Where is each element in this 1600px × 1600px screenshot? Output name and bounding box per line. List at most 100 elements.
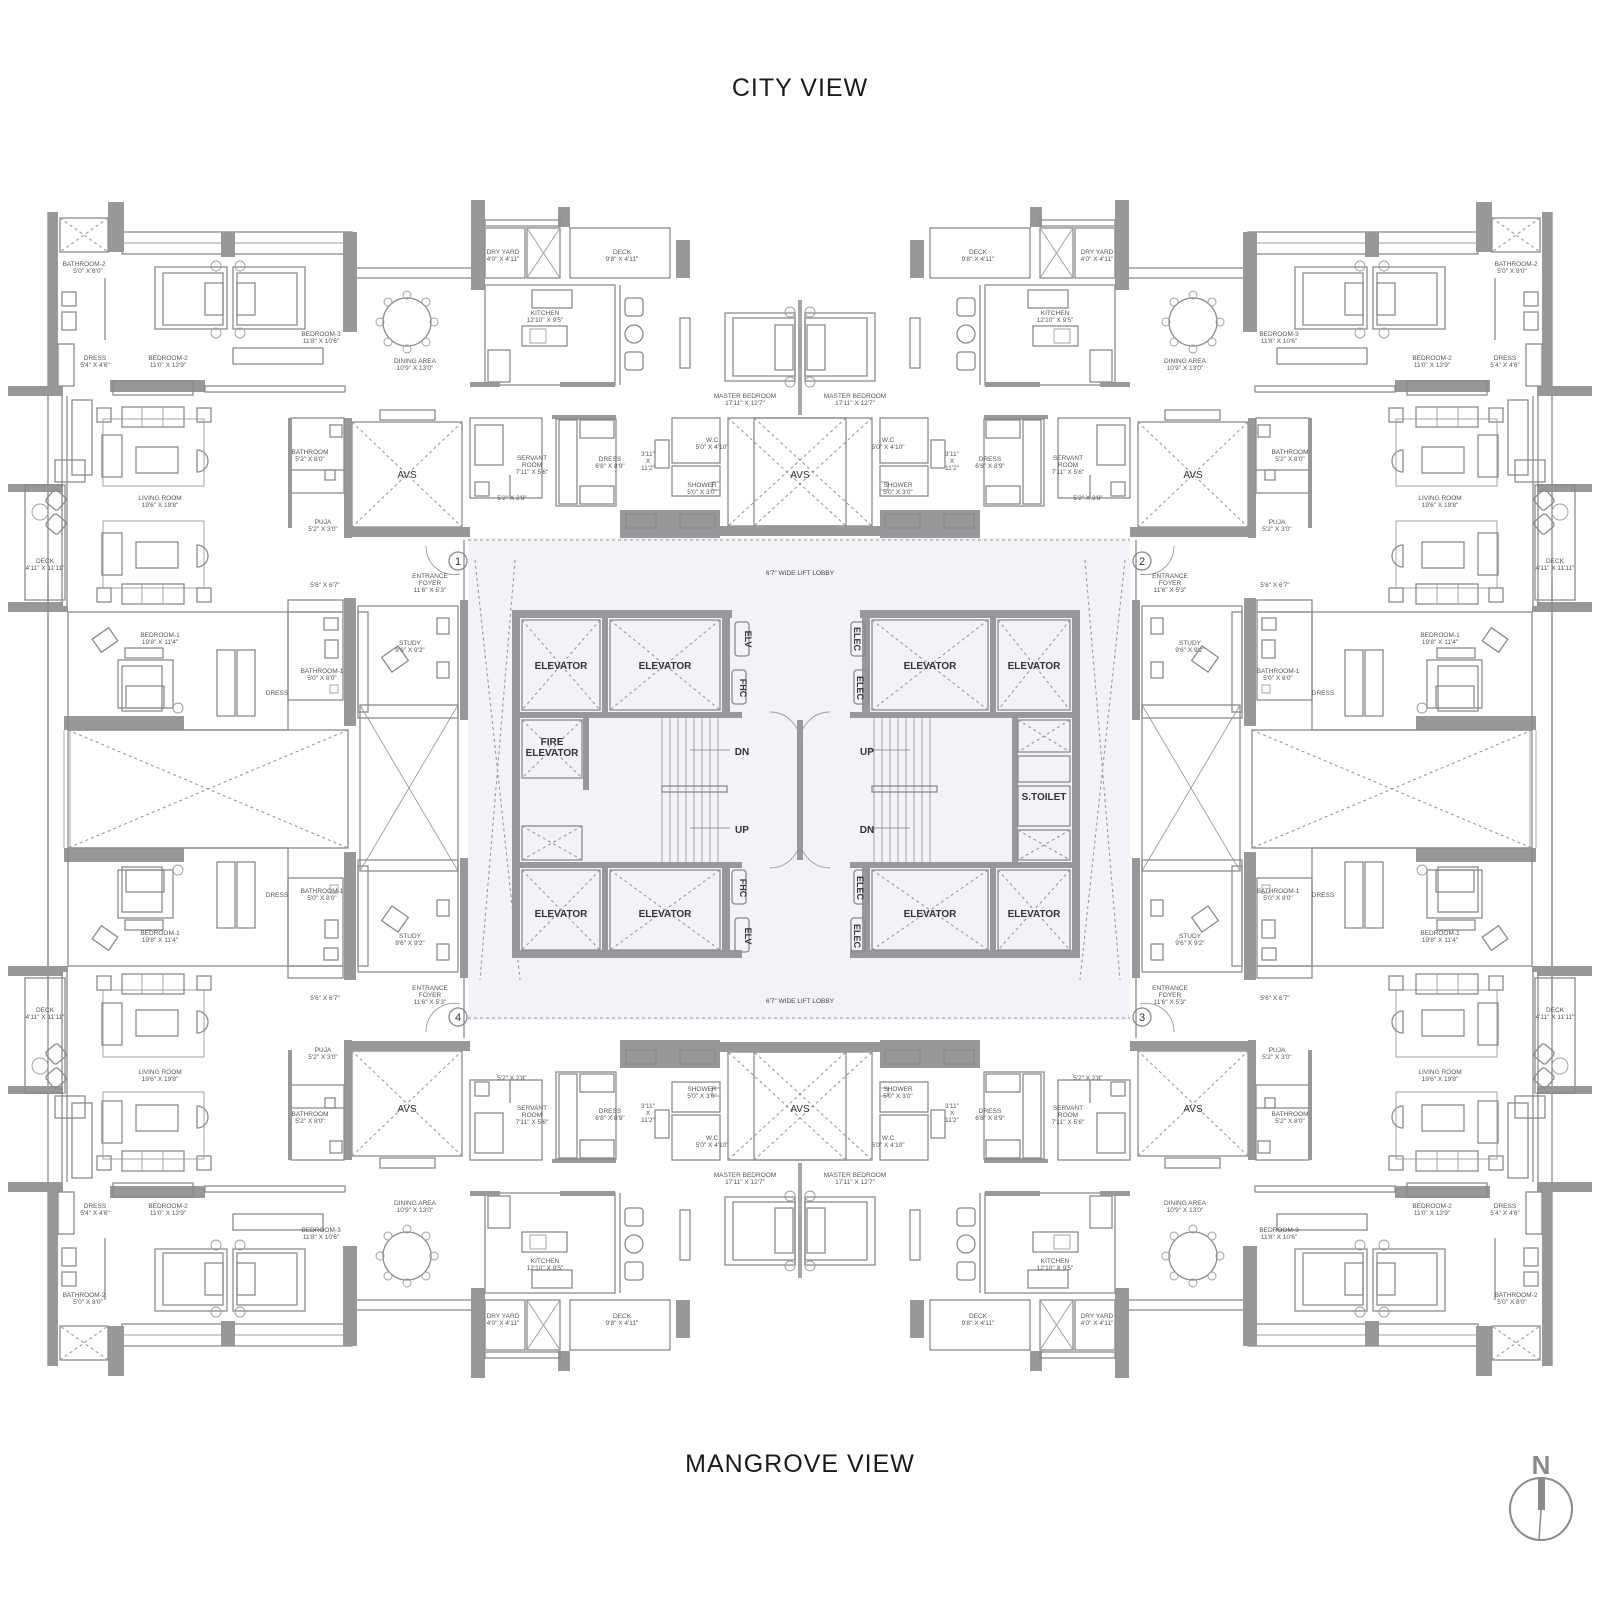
svg-text:5'6" X 6'7": 5'6" X 6'7" [310,995,340,1002]
elv-label: ELV [743,631,753,648]
svg-text:BEDROOM-211'0" X 13'9": BEDROOM-211'0" X 13'9" [1412,1203,1452,1217]
unit-number-2: 2 [1139,556,1145,568]
svg-text:3'11"X11'2": 3'11"X11'2" [945,451,960,472]
north-label: N [1532,1450,1551,1480]
svg-text:5'2" X 2'8": 5'2" X 2'8" [1073,495,1103,502]
elevator-label: ELEVATOR [535,909,589,920]
svg-text:BEDROOM-119'8" X 11'4": BEDROOM-119'8" X 11'4" [1420,930,1460,944]
stair-down-label: DN [735,747,749,758]
fire-elevator-label: FIRE [541,737,564,748]
svg-text:5'6" X 6'7": 5'6" X 6'7" [1260,582,1290,589]
avs-label: AVS [397,470,417,481]
svg-text:5'2" X 2'8": 5'2" X 2'8" [1073,1075,1103,1082]
elevator-core-right [850,610,1080,958]
svg-text:W.C5'0" X 4'10": W.C5'0" X 4'10" [695,437,729,451]
mangrove-view-label: MANGROVE VIEW [685,1450,915,1478]
elevator-label: ELEVATOR [1008,661,1062,672]
svg-text:DRESS: DRESS [1312,690,1335,697]
svg-text:BEDROOM-311'8" X 10'6": BEDROOM-311'8" X 10'6" [301,1227,341,1241]
svg-text:BEDROOM-119'8" X 11'4": BEDROOM-119'8" X 11'4" [140,930,180,944]
svg-text:5'6" X 6'7": 5'6" X 6'7" [310,582,340,589]
avs-label: AVS [1183,1104,1203,1115]
avs-label: AVS [790,470,810,481]
avs-label: AVS [1183,470,1203,481]
unit-numbers: 1 2 3 4 [455,556,1145,1024]
lobby-label-top: 6'7" WIDE LIFT LOBBY [766,570,835,577]
elevator-label: ELEVATOR [639,909,693,920]
fire-elevator-label: ELEVATOR [526,748,580,759]
unit-number-1: 1 [455,556,461,568]
elv-label: ELV [743,928,753,945]
elec-label: ELEC [855,876,865,901]
elevator-label: ELEVATOR [639,661,693,672]
city-view-label: CITY VIEW [731,74,869,102]
svg-text:BEDROOM-311'8" X 10'6": BEDROOM-311'8" X 10'6" [1259,1227,1299,1241]
avs-label: AVS [397,1104,417,1115]
stair-left [661,718,730,862]
svg-text:3'11"X11'2": 3'11"X11'2" [945,1103,960,1124]
svg-text:BATHROOM-15'0" X 8'0": BATHROOM-15'0" X 8'0" [301,668,344,682]
svg-text:BEDROOM-311'8" X 10'6": BEDROOM-311'8" X 10'6" [1259,331,1299,345]
svg-text:BEDROOM-119'8" X 11'4": BEDROOM-119'8" X 11'4" [140,632,180,646]
lobby-label-bottom: 6'7" WIDE LIFT LOBBY [766,998,835,1005]
service-toilet-label: S.TOILET [1022,792,1067,803]
svg-text:DRESS: DRESS [266,892,289,899]
svg-text:BEDROOM-211'0" X 13'9": BEDROOM-211'0" X 13'9" [148,1203,188,1217]
elevator-core-left [512,610,750,958]
stair-up-label: UP [735,825,749,836]
svg-text:DRESS: DRESS [266,690,289,697]
elevator-label: ELEVATOR [904,909,958,920]
fhc-label: FHC [738,679,748,698]
svg-text:BEDROOM-211'0" X 13'9": BEDROOM-211'0" X 13'9" [1412,355,1452,369]
svg-text:5'2" X 2'8": 5'2" X 2'8" [497,495,527,502]
svg-text:3'11"X11'2": 3'11"X11'2" [641,451,656,472]
svg-text:BEDROOM-119'8" X 11'4": BEDROOM-119'8" X 11'4" [1420,632,1460,646]
svg-text:BATHROOM-25'0" X 8'0": BATHROOM-25'0" X 8'0" [63,261,106,275]
svg-text:BATHROOM-25'0" X 8'0": BATHROOM-25'0" X 8'0" [1495,261,1538,275]
svg-text:W.C5'0" X 4'10": W.C5'0" X 4'10" [871,437,905,451]
svg-text:BATHROOM-15'0" X 8'0": BATHROOM-15'0" X 8'0" [301,888,344,902]
elevator-label: ELEVATOR [535,661,589,672]
